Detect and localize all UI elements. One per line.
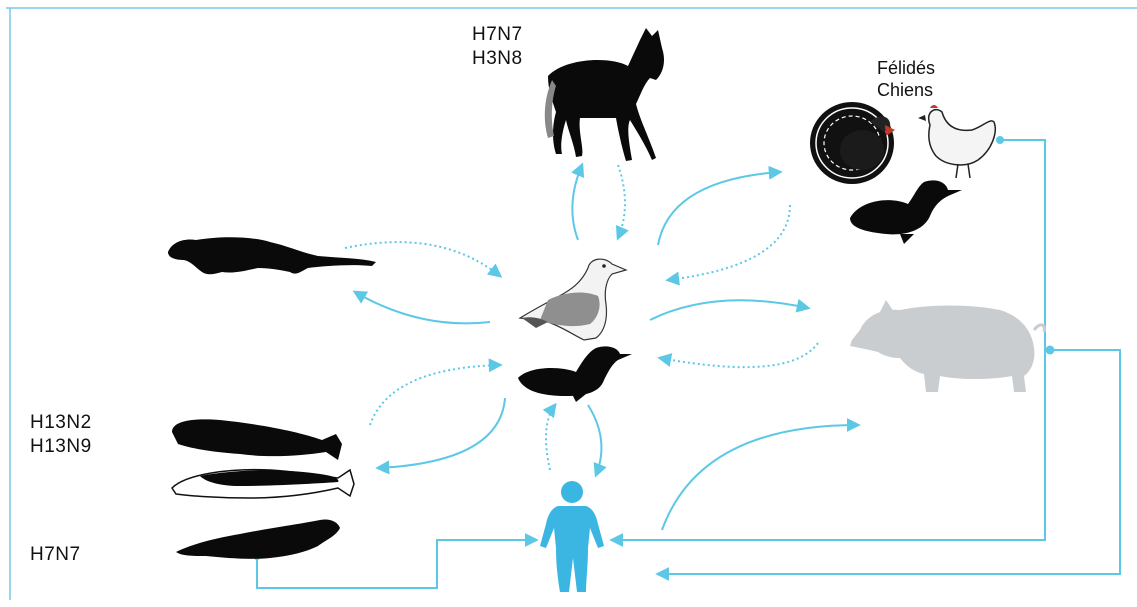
arrow-whale-to-bird — [370, 365, 500, 425]
arrow-bird-to-pig — [650, 300, 808, 320]
arrow-horse-to-bird — [618, 165, 625, 238]
arrow-bird-to-otter — [355, 292, 490, 323]
duck-silhouette-center — [518, 346, 632, 402]
gull-illustration — [520, 259, 626, 340]
otter-silhouette — [168, 237, 376, 274]
seal-label: H7N7 — [30, 544, 81, 565]
arrow-bird-to-horse — [572, 165, 582, 240]
baleen-whale-illustration — [172, 470, 354, 498]
human-figure — [540, 481, 604, 592]
horse-label-line1: H7N7 — [472, 24, 523, 45]
sperm-whale-silhouette — [172, 419, 342, 460]
dogs-label: Chiens — [877, 80, 933, 100]
whale-label-line1: H13N2 — [30, 412, 92, 433]
arrow-human-to-pig — [662, 425, 858, 530]
arrow-bird-to-poultry — [658, 172, 780, 245]
arrow-pig-to-bird-dotted — [660, 343, 818, 367]
arrow-duck-to-poultry-dotted — [668, 205, 790, 280]
whale-label-line2: H13N9 — [30, 436, 92, 457]
seal-silhouette — [176, 519, 340, 558]
turkey-silhouette — [810, 102, 895, 184]
horse-label-line2: H3N8 — [472, 48, 523, 69]
arrow-bird-to-human — [588, 405, 601, 475]
arrow-bird-to-whale — [378, 398, 505, 468]
pig-silhouette — [850, 300, 1044, 392]
duck-silhouette-top — [850, 180, 962, 244]
arrow-otter-to-bird — [345, 242, 500, 276]
felids-label: Félidés — [877, 58, 935, 78]
arrow-human-to-bird-dotted — [546, 405, 555, 470]
chicken-silhouette — [918, 105, 995, 178]
horse-silhouette — [545, 28, 664, 161]
